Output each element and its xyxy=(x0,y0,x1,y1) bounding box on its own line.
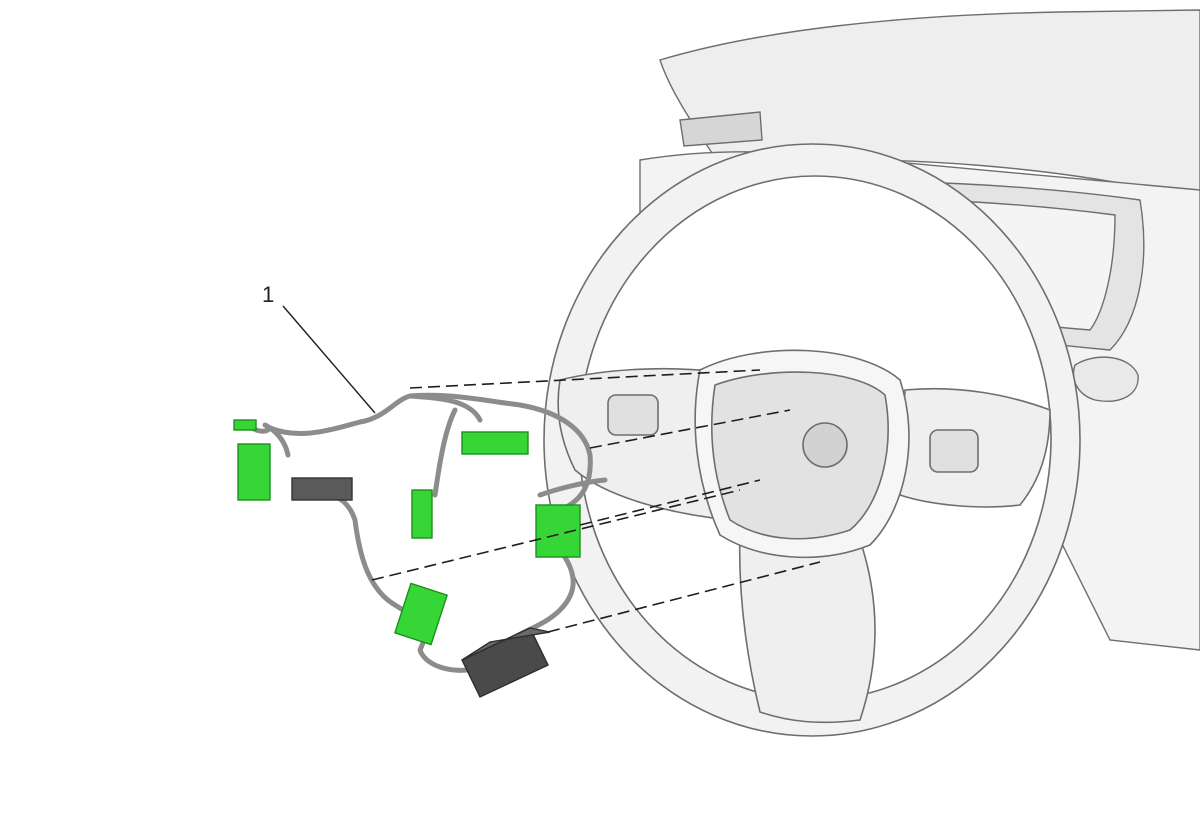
callout-1-leader xyxy=(282,305,376,414)
harness-clip xyxy=(537,477,608,498)
air-vent xyxy=(679,111,763,147)
harness-left-lead xyxy=(262,422,291,458)
connector-bottom xyxy=(394,582,448,646)
module-body xyxy=(461,627,549,698)
install-line-bottom xyxy=(547,561,821,633)
callout-1-label: 1 xyxy=(262,282,275,307)
connector-middle xyxy=(411,489,433,539)
airbag-cavity xyxy=(710,371,889,540)
installation-lines xyxy=(371,369,821,633)
install-line-top xyxy=(409,369,761,389)
steering-wheel-bottom-spoke xyxy=(738,528,876,724)
install-line-lower xyxy=(371,489,741,581)
connector-left-small xyxy=(233,419,257,431)
connector-left-large xyxy=(237,443,271,501)
wiring-harness xyxy=(245,392,608,673)
install-line-middle xyxy=(579,479,761,526)
harness-right-loop xyxy=(507,547,576,643)
right-switch-pad xyxy=(929,429,979,473)
harness-middle-branch xyxy=(432,407,458,498)
harness-main-branch xyxy=(267,392,593,513)
install-line-upper xyxy=(589,409,791,449)
steering-wheel xyxy=(543,143,1081,737)
control-module xyxy=(461,627,551,698)
right-switch xyxy=(1072,356,1139,402)
left-switch-pad xyxy=(607,394,659,436)
connector-dark-inline xyxy=(291,477,353,501)
connector-top-center xyxy=(461,431,529,455)
harness-upper-branch xyxy=(407,393,483,423)
harness-lower-loop xyxy=(297,487,483,673)
hub-center xyxy=(802,422,848,468)
